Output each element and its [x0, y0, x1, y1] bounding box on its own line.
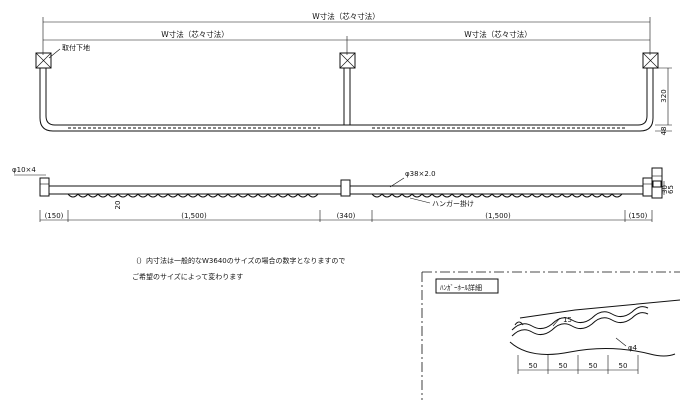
detail-title-box — [435, 278, 499, 294]
hanger-hole-detail: ﾊﾝｶﾞｰﾎｰﾙ詳細 15 φ4 50 50 50 50 — [421, 271, 680, 400]
hook-wave-right — [371, 193, 623, 198]
detail-wave — [511, 306, 649, 331]
mount-block-center — [339, 52, 356, 69]
dim-seg-340: (340) — [337, 212, 356, 220]
dim-20: 20 — [114, 201, 122, 210]
detail-dim-phi4: φ4 — [628, 344, 638, 352]
dim-height-48: 48 — [660, 127, 668, 136]
dim-seg-1500-right: (1,500) — [485, 212, 511, 220]
bracket-center — [340, 179, 351, 197]
side-dim-30: 30 — [661, 185, 669, 194]
detail-title: ﾊﾝｶﾞｰﾎｰﾙ詳細 — [440, 283, 482, 292]
detail-pitch-4: 50 — [619, 362, 628, 370]
label-hanger-hook: ハンガー掛け — [432, 199, 474, 208]
pipe-inner — [45, 68, 648, 126]
label-mount-base: 取付下地 — [62, 43, 90, 52]
detail-pitch-2: 50 — [559, 362, 568, 370]
label-pipe-spec: φ38×2.0 — [405, 170, 436, 178]
mount-block-right — [642, 52, 659, 69]
dim-seg-1500-left: (1,500) — [181, 212, 207, 220]
dim-half-width-right: W寸法（芯々寸法） — [464, 29, 531, 39]
dim-seg-150-right: (150) — [629, 212, 648, 220]
detail-dim-15: 15 — [563, 316, 572, 324]
top-view: W寸法（芯々寸法） W寸法（芯々寸法） W寸法（芯々寸法） 取付下地 — [35, 11, 672, 136]
pipe-outer — [39, 68, 654, 132]
bracket-left — [39, 177, 50, 197]
note-line-1: （）内寸法は一般的なW3640のサイズの場合の数字となりますので — [132, 256, 345, 265]
front-view: φ10×4 φ38×2.0 30 65 20 ハンガー掛け — [12, 166, 675, 222]
bracket-right — [642, 177, 653, 197]
label-bolt-spec: φ10×4 — [12, 166, 36, 174]
mount-block-left — [35, 52, 52, 69]
detail-pitch-3: 50 — [589, 362, 598, 370]
hook-wave-left — [67, 193, 319, 198]
dim-seg-150-left: (150) — [45, 212, 64, 220]
detail-pitch-1: 50 — [529, 362, 538, 370]
side-dim-65: 65 — [667, 185, 675, 194]
side-detail-small: 30 65 — [651, 167, 675, 199]
dim-half-width-left: W寸法（芯々寸法） — [161, 29, 228, 39]
dim-overall-width: W寸法（芯々寸法） — [312, 11, 379, 21]
note-line-2: ご希望のサイズによって変わります — [132, 272, 243, 281]
dim-height-320: 320 — [660, 89, 668, 102]
